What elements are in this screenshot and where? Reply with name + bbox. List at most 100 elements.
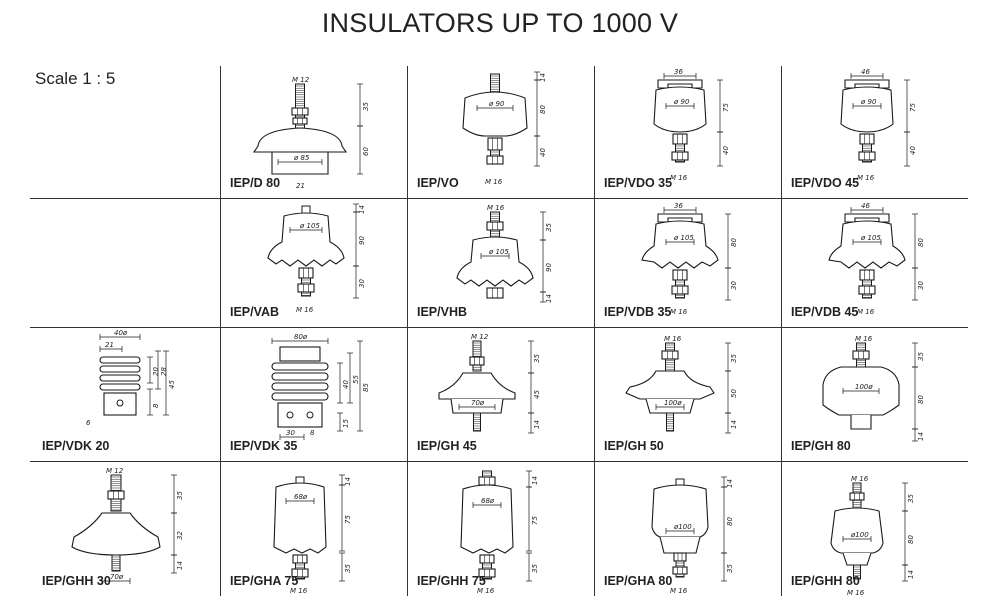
dim-diameter: 70ø (471, 399, 485, 407)
dim-thread: M 16 (485, 178, 503, 186)
dim-slot: 36 (674, 202, 683, 210)
dim-height-body: 60 (362, 147, 370, 156)
insulator-code-label: IEP/GHH 75 (417, 574, 486, 588)
dim-thread: M 16 (670, 587, 688, 595)
dim-diameter: ø100 (850, 531, 869, 539)
dim-diameter: 100ø (855, 383, 873, 391)
insulator-code-label: IEP/VDK 35 (230, 439, 298, 453)
insulator-code-label: IEP/VDO 35 (604, 176, 673, 190)
insulator-code-label: IEP/GH 50 (604, 439, 664, 453)
dim-top: 14 (539, 73, 547, 82)
dim-thread: M 12 (292, 76, 310, 84)
insulator-code-label: IEP/VDK 20 (42, 439, 110, 453)
scale-label: Scale 1 : 5 (35, 69, 116, 88)
dim-bottom: 14 (907, 570, 915, 579)
dim-diameter: 40ø (114, 329, 128, 337)
dim-height-body: 90 (545, 263, 553, 272)
dim-thread: M 16 (857, 174, 875, 182)
dim-diameter: 68ø (481, 497, 495, 505)
dim-slot: 46 (861, 202, 870, 210)
dim-bottom: 14 (533, 420, 541, 429)
dim-height-body: 50 (730, 389, 738, 398)
dim-height-bolt: 30 (917, 281, 925, 290)
insulator-code-label: IEP/VDO 45 (791, 176, 860, 190)
insulator-code-label: IEP/GH 80 (791, 439, 851, 453)
dim-height-body: 75 (722, 103, 730, 112)
dim-height-body: 45 (533, 390, 541, 399)
dim-width: 30 (286, 429, 295, 437)
dim-slot: 36 (674, 68, 683, 76)
insulator-code-label: IEP/GHA 80 (604, 574, 673, 588)
insulator-code-label: IEP/VAB (230, 305, 280, 319)
dim-thread: M 16 (664, 335, 682, 343)
dim-height-body: 80 (730, 238, 738, 247)
dim-base: 8 (152, 403, 160, 408)
insulator-code-label: IEP/D 80 (230, 176, 281, 190)
insulator-code-label: IEP/VHB (417, 305, 468, 319)
dim-diameter: ø 85 (293, 154, 310, 162)
dim-height-total: 45 (168, 380, 176, 389)
dim-thread: M 16 (857, 308, 875, 316)
dim-diameter: ø 105 (673, 234, 694, 242)
dim-height-top: 35 (907, 494, 915, 503)
dim-upper: 28 (160, 367, 168, 376)
dim-upper: 55 (352, 375, 360, 384)
dim-height-total: 85 (362, 383, 370, 392)
dim-thread: M 16 (847, 589, 865, 597)
dim-diameter: 70ø (110, 573, 124, 581)
dim-height-body: 80 (726, 517, 734, 526)
dim-diameter: ø 105 (860, 234, 881, 242)
dim-height-body: 80 (539, 105, 547, 114)
insulator-code-label: IEP/GH 45 (417, 439, 477, 453)
dim-height-body: 32 (176, 531, 184, 540)
dim-thread: M 16 (296, 306, 314, 314)
dim-height-bolt: 35 (344, 564, 352, 573)
dim-thread-top: M 16 (851, 475, 869, 483)
dim-slot: 46 (861, 68, 870, 76)
insulator-code-label: IEP/GHH 80 (791, 574, 860, 588)
dim-top: 14 (358, 205, 366, 214)
dim-height-body: 80 (917, 395, 925, 404)
dim-height-body: 80 (907, 535, 915, 544)
dim-thread: M 12 (106, 467, 124, 475)
dim-diameter: ø100 (673, 523, 692, 531)
insulator-code-label: IEP/GHH 30 (42, 574, 111, 588)
dim-top: 21 (105, 341, 114, 349)
dim-thread: M 12 (471, 333, 489, 341)
insulator-code-label: IEP/VDB 35 (604, 305, 672, 319)
dim-top: 14 (344, 477, 352, 486)
page-title: INSULATORS UP TO 1000 V (321, 8, 679, 38)
dim-top: 14 (726, 479, 734, 488)
dim-height-bolt: 35 (531, 564, 539, 573)
dim-diameter: ø 90 (860, 98, 877, 106)
dim-diameter: ø 105 (488, 248, 509, 256)
insulator-drawing: M 16 ø100 35 80 14 M 16 (830, 475, 915, 597)
dim-height-body: 80 (917, 238, 925, 247)
dim-bottom: 14 (176, 561, 184, 570)
